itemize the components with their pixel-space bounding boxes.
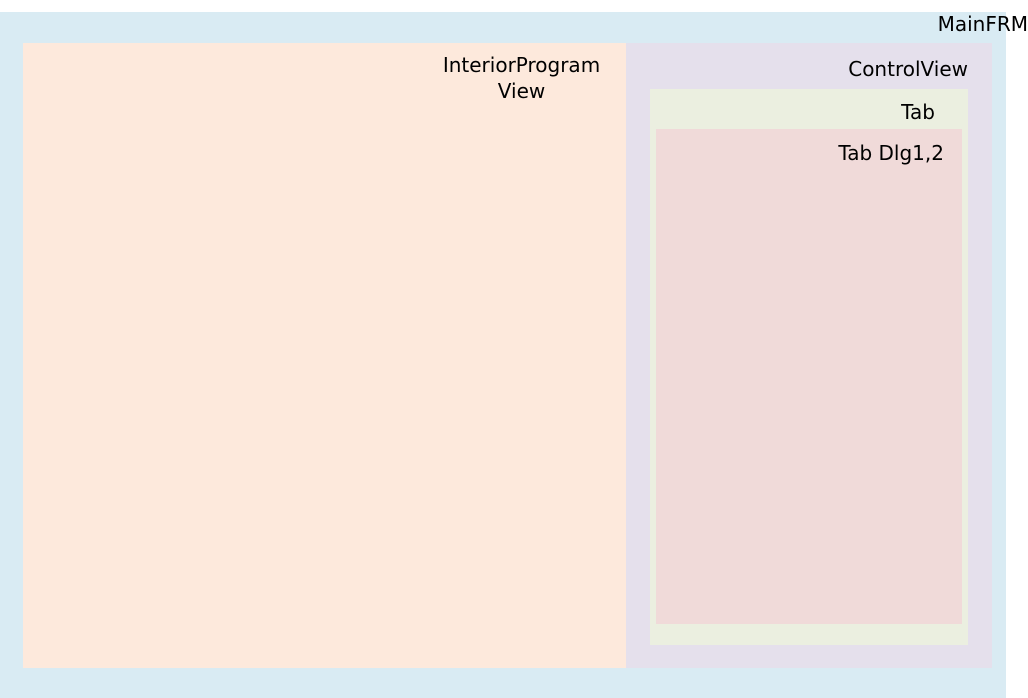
tab-label: Tab — [901, 100, 935, 124]
control-view-label: ControlView — [848, 57, 968, 81]
main-frame-label: MainFRM — [937, 12, 1028, 36]
tab-dialog-region — [656, 129, 962, 624]
interior-program-view-label: InteriorProgram View — [442, 53, 601, 103]
tab-dialog-label: Tab Dlg1,2 — [838, 141, 944, 165]
interior-program-view-region — [23, 43, 626, 668]
